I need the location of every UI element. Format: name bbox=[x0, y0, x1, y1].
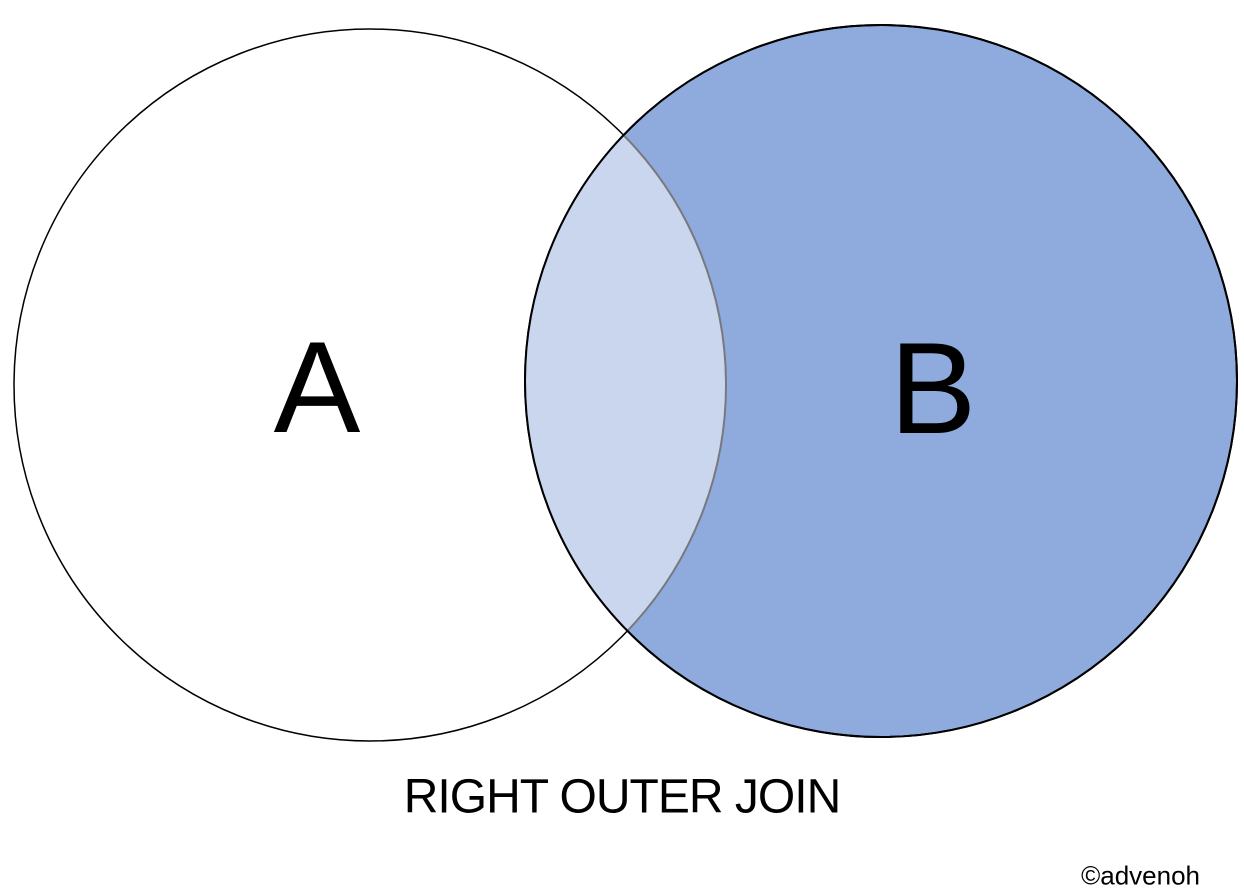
circle-b-outline bbox=[524, 24, 1238, 738]
set-b-label: B bbox=[889, 315, 977, 461]
set-a-label: A bbox=[273, 314, 361, 460]
diagram-caption: RIGHT OUTER JOIN bbox=[403, 770, 841, 824]
watermark-credit: ©advenoh bbox=[1081, 860, 1200, 891]
